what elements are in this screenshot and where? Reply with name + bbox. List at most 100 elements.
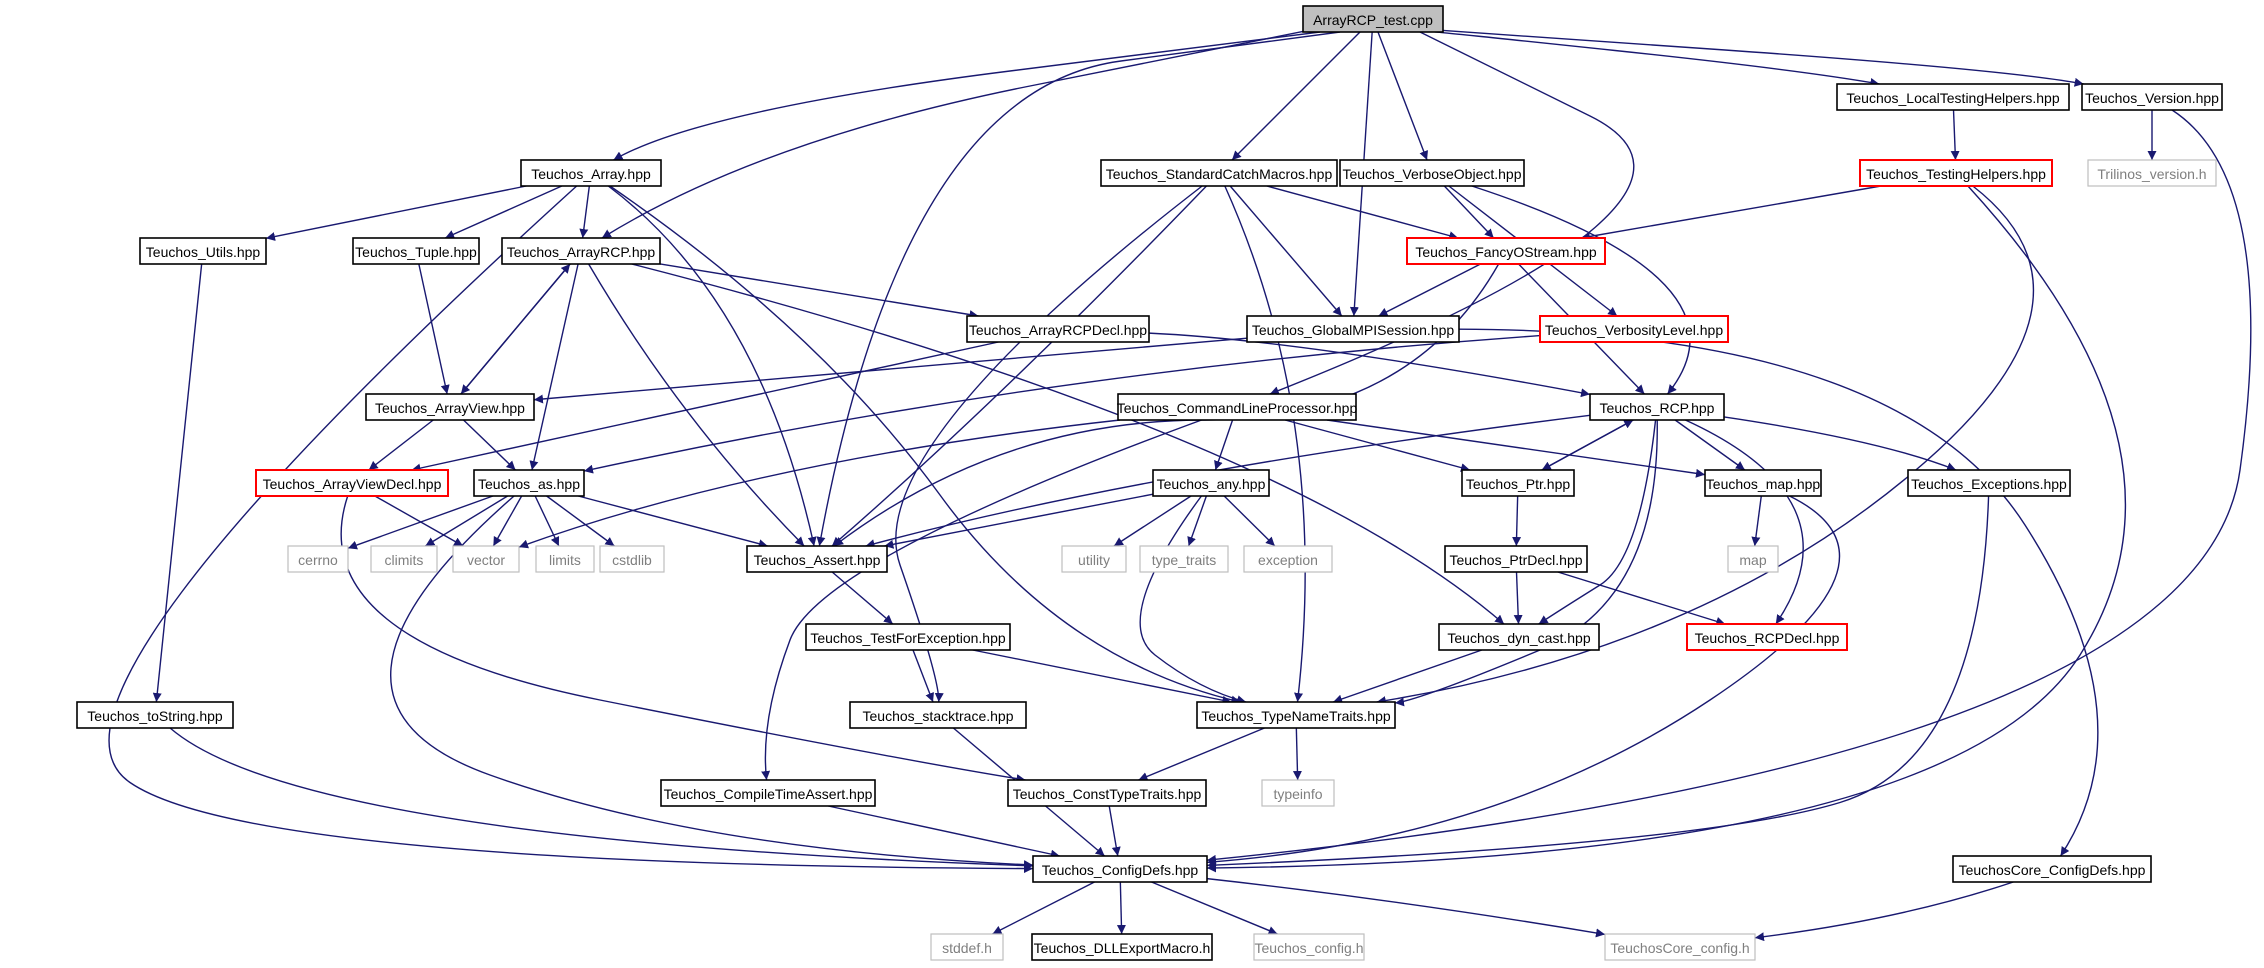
edge-root-to-vobj (1377, 31, 1429, 161)
node-ptrd[interactable]: Teuchos_PtrDecl.hpp (1444, 545, 1588, 573)
node-box-root (1302, 5, 1444, 33)
edge-scm-to-assert (831, 185, 1207, 547)
node-box-vector (452, 545, 520, 573)
node-arcp[interactable]: Teuchos_ArrayRCP.hpp (501, 237, 661, 265)
edge-root-to-arcp (601, 30, 1304, 239)
node-box-cstdlib (599, 545, 665, 573)
edge-root-to-assert (816, 31, 1341, 547)
node-scm[interactable]: Teuchos_StandardCatchMacros.hpp (1100, 159, 1338, 187)
edge-rcp-to-rcpd (1685, 419, 1804, 625)
edge-tccd-to-tcconf (1754, 881, 2014, 942)
node-dync[interactable]: Teuchos_dyn_cast.hpp (1438, 623, 1600, 651)
node-label-vlev: Teuchos_VerbosityLevel.hpp (1545, 322, 1723, 338)
edge-any-to-utility (1113, 495, 1192, 547)
node-label-rcp: Teuchos_RCP.hpp (1600, 400, 1715, 416)
node-cta[interactable]: Teuchos_CompileTimeAssert.hpp (660, 779, 876, 807)
node-box-tuple (352, 237, 480, 265)
edge-scm-to-st (895, 185, 1203, 703)
edge-as-to-vector (492, 495, 523, 547)
node-arcpd[interactable]: Teuchos_ArrayRCPDecl.hpp (966, 315, 1150, 343)
node-cdefs[interactable]: Teuchos_ConfigDefs.hpp (1032, 855, 1208, 883)
node-box-ptrd (1444, 545, 1588, 573)
node-map[interactable]: Teuchos_map.hpp (1704, 469, 1822, 497)
node-label-vobj: Teuchos_VerboseObject.hpp (1342, 166, 1521, 182)
edge-root-to-ver (1442, 29, 2084, 87)
node-box-vlev (1539, 315, 1729, 343)
node-box-tostr (76, 701, 234, 729)
node-root[interactable]: ArrayRCP_test.cpp (1302, 5, 1444, 33)
node-assert[interactable]: Teuchos_Assert.hpp (746, 545, 888, 573)
edge-array-to-arcp (579, 185, 591, 239)
node-label-tccd: TeuchosCore_ConfigDefs.hpp (1959, 862, 2146, 878)
node-as[interactable]: Teuchos_as.hpp (473, 469, 585, 497)
node-label-av: Teuchos_ArrayView.hpp (375, 400, 525, 416)
node-box-tcconf (1604, 933, 1756, 961)
node-label-trilv: Trilinos_version.h (2097, 166, 2206, 182)
node-th[interactable]: Teuchos_TestingHelpers.hpp (1859, 159, 2053, 187)
edge-tfe-to-tnt (972, 649, 1232, 705)
edge-av-to-arcp (460, 263, 571, 395)
node-box-exception (1243, 545, 1333, 573)
node-utils[interactable]: Teuchos_Utils.hpp (139, 237, 267, 265)
node-avd[interactable]: Teuchos_ArrayViewDecl.hpp (255, 469, 449, 497)
node-fos[interactable]: Teuchos_FancyOStream.hpp (1406, 237, 1606, 265)
node-label-as: Teuchos_as.hpp (478, 476, 580, 492)
edge-th-to-fos (1580, 185, 1882, 241)
node-av[interactable]: Teuchos_ArrayView.hpp (365, 393, 535, 421)
node-label-clp: Teuchos_CommandLineProcessor.hpp (1117, 400, 1358, 416)
edge-tnt-to-ctt (1138, 727, 1265, 781)
node-label-tnt: Teuchos_TypeNameTraits.hpp (1201, 708, 1391, 724)
node-box-th (1859, 159, 2053, 187)
edge-tuple-to-av (418, 263, 450, 395)
node-array[interactable]: Teuchos_Array.hpp (520, 159, 662, 187)
edge-ptrd-to-dync (1513, 571, 1523, 625)
node-exc[interactable]: Teuchos_Exceptions.hpp (1907, 469, 2071, 497)
node-box-array (520, 159, 662, 187)
node-box-cta (660, 779, 876, 807)
node-vobj[interactable]: Teuchos_VerboseObject.hpp (1339, 159, 1525, 187)
node-box-utility (1061, 545, 1127, 573)
node-st[interactable]: Teuchos_stacktrace.hpp (849, 701, 1027, 729)
node-cerrno: cerrno (287, 545, 349, 573)
node-box-as (473, 469, 585, 497)
node-ver[interactable]: Teuchos_Version.hpp (2081, 83, 2223, 111)
edge-root-to-lth (1434, 31, 1880, 87)
node-ptr[interactable]: Teuchos_Ptr.hpp (1461, 469, 1575, 497)
edge-root-to-scm (1231, 31, 1361, 161)
node-any[interactable]: Teuchos_any.hpp (1152, 469, 1270, 497)
edge-lth-to-th (1950, 109, 1960, 161)
node-clp[interactable]: Teuchos_CommandLineProcessor.hpp (1117, 393, 1358, 421)
node-ctt[interactable]: Teuchos_ConstTypeTraits.hpp (1007, 779, 1207, 807)
node-vlev[interactable]: Teuchos_VerbosityLevel.hpp (1539, 315, 1729, 343)
node-stddef: stddef.h (930, 933, 1004, 961)
node-tnt[interactable]: Teuchos_TypeNameTraits.hpp (1196, 701, 1396, 729)
node-rcp[interactable]: Teuchos_RCP.hpp (1589, 393, 1725, 421)
node-tccd[interactable]: TeuchosCore_ConfigDefs.hpp (1952, 855, 2152, 883)
edge-rcp-to-dync (1538, 419, 1657, 625)
node-label-arcp: Teuchos_ArrayRCP.hpp (507, 244, 656, 260)
node-dll[interactable]: Teuchos_DLLExportMacro.h (1031, 933, 1213, 961)
node-label-tostr: Teuchos_toString.hpp (87, 708, 223, 724)
node-tcconf: TeuchosCore_config.h (1604, 933, 1756, 961)
node-box-tinfo (1261, 779, 1335, 807)
node-box-map (1704, 469, 1822, 497)
node-mapsys: map (1727, 545, 1779, 573)
edge-scm-to-tnt (1224, 185, 1306, 703)
node-gmpi[interactable]: Teuchos_GlobalMPISession.hpp (1246, 315, 1460, 343)
node-tostr[interactable]: Teuchos_toString.hpp (76, 701, 234, 729)
edge-cdefs-to-stddef (992, 881, 1095, 935)
edge-gmpi-to-tccd (1458, 328, 2099, 857)
node-tfe[interactable]: Teuchos_TestForException.hpp (805, 623, 1011, 651)
node-box-limits (535, 545, 595, 573)
edge-ptr-to-rcp (1541, 419, 1634, 471)
node-lth[interactable]: Teuchos_LocalTestingHelpers.hpp (1836, 83, 2070, 111)
edge-as-to-cstdlib (546, 495, 615, 547)
node-utility: utility (1061, 545, 1127, 573)
node-tinfo: typeinfo (1261, 779, 1335, 807)
edge-th-to-cdefs (1206, 185, 2127, 873)
node-rcpd[interactable]: Teuchos_RCPDecl.hpp (1686, 623, 1848, 651)
node-tuple[interactable]: Teuchos_Tuple.hpp (352, 237, 480, 265)
edge-arcpd-to-rcp (1148, 332, 1591, 398)
edge-root-to-array (613, 31, 1321, 161)
